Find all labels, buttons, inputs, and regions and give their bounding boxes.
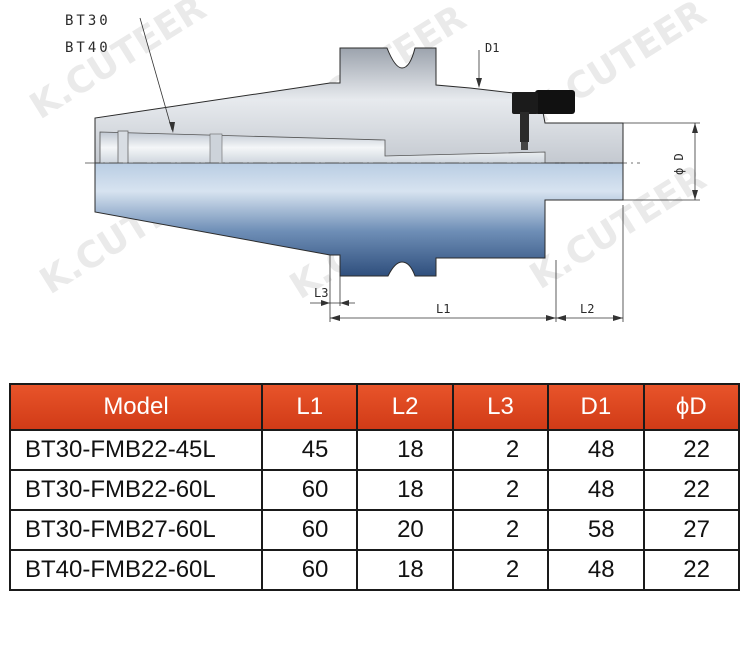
cell-model: BT40-FMB22-60L xyxy=(9,549,263,591)
cell-l3: 2 xyxy=(451,469,550,511)
cell-phi-d: 22 xyxy=(642,429,741,471)
dim-d1: D1 xyxy=(476,41,499,88)
dim-bt: BT30 BT40 xyxy=(65,13,175,133)
table-row: BT40-FMB22-60L 60 18 2 48 22 xyxy=(9,549,741,591)
cell-l3: 2 xyxy=(451,549,550,591)
cell-model: BT30-FMB22-45L xyxy=(9,429,263,471)
cell-phi-d: 27 xyxy=(642,509,741,551)
spec-table: Model L1 L2 L3 D1 ϕD BT30-FMB22-45L 45 1… xyxy=(9,383,741,591)
cell-l1: 60 xyxy=(260,549,359,591)
label-l2: L2 xyxy=(580,302,594,316)
label-bt30: BT30 xyxy=(65,13,111,29)
holder-lower-half xyxy=(94,162,624,277)
cell-l2: 18 xyxy=(356,549,454,591)
cell-d1: 48 xyxy=(547,549,645,591)
label-l1: L1 xyxy=(436,302,450,316)
bore-step xyxy=(209,133,223,164)
label-bt40: BT40 xyxy=(65,40,111,56)
table-row: BT30-FMB22-45L 45 18 2 48 22 xyxy=(9,429,741,471)
pull-stud-thread xyxy=(117,130,129,164)
header-phi-d: ϕD xyxy=(642,383,741,431)
cell-l1: 60 xyxy=(260,469,359,511)
cell-l1: 45 xyxy=(260,429,359,471)
header-l1: L1 xyxy=(260,383,359,431)
cell-l2: 18 xyxy=(356,429,454,471)
cell-l3: 2 xyxy=(451,509,550,551)
header-l2: L2 xyxy=(356,383,454,431)
cell-l2: 20 xyxy=(356,509,454,551)
cell-d1: 48 xyxy=(547,469,645,511)
label-l3: L3 xyxy=(314,286,328,300)
drive-key xyxy=(535,90,575,114)
dim-l3: L3 xyxy=(310,286,355,306)
cell-l2: 18 xyxy=(356,469,454,511)
spec-table-header: Model L1 L2 L3 D1 ϕD xyxy=(9,383,741,431)
cell-model: BT30-FMB27-60L xyxy=(9,509,263,551)
dim-l1: L1 xyxy=(330,302,556,321)
cell-d1: 48 xyxy=(547,429,645,471)
table-row: BT30-FMB27-60L 60 20 2 58 27 xyxy=(9,509,741,551)
key-screw-shank xyxy=(520,112,529,142)
cell-l3: 2 xyxy=(451,429,550,471)
cell-l1: 60 xyxy=(260,509,359,551)
dim-phi-d: ϕ D xyxy=(672,123,698,200)
header-l3: L3 xyxy=(451,383,550,431)
key-screw-head xyxy=(512,92,538,114)
table-row: BT30-FMB22-60L 60 18 2 48 22 xyxy=(9,469,741,511)
dim-l2: L2 xyxy=(556,302,623,321)
label-d1: D1 xyxy=(485,41,499,55)
label-phi-d: ϕ D xyxy=(672,153,686,175)
cell-phi-d: 22 xyxy=(642,469,741,511)
header-model: Model xyxy=(9,383,263,431)
holder-upper-half xyxy=(94,47,624,164)
cell-model: BT30-FMB22-60L xyxy=(9,469,263,511)
header-d1: D1 xyxy=(547,383,645,431)
extension-lines xyxy=(329,122,700,322)
tool-holder-drawing: K.CUTEER K.CUTEER K.CUTEER K.CUTEER K.CU… xyxy=(23,0,713,322)
key-screw-tip xyxy=(521,142,528,150)
cell-phi-d: 22 xyxy=(642,549,741,591)
cell-d1: 58 xyxy=(547,509,645,551)
